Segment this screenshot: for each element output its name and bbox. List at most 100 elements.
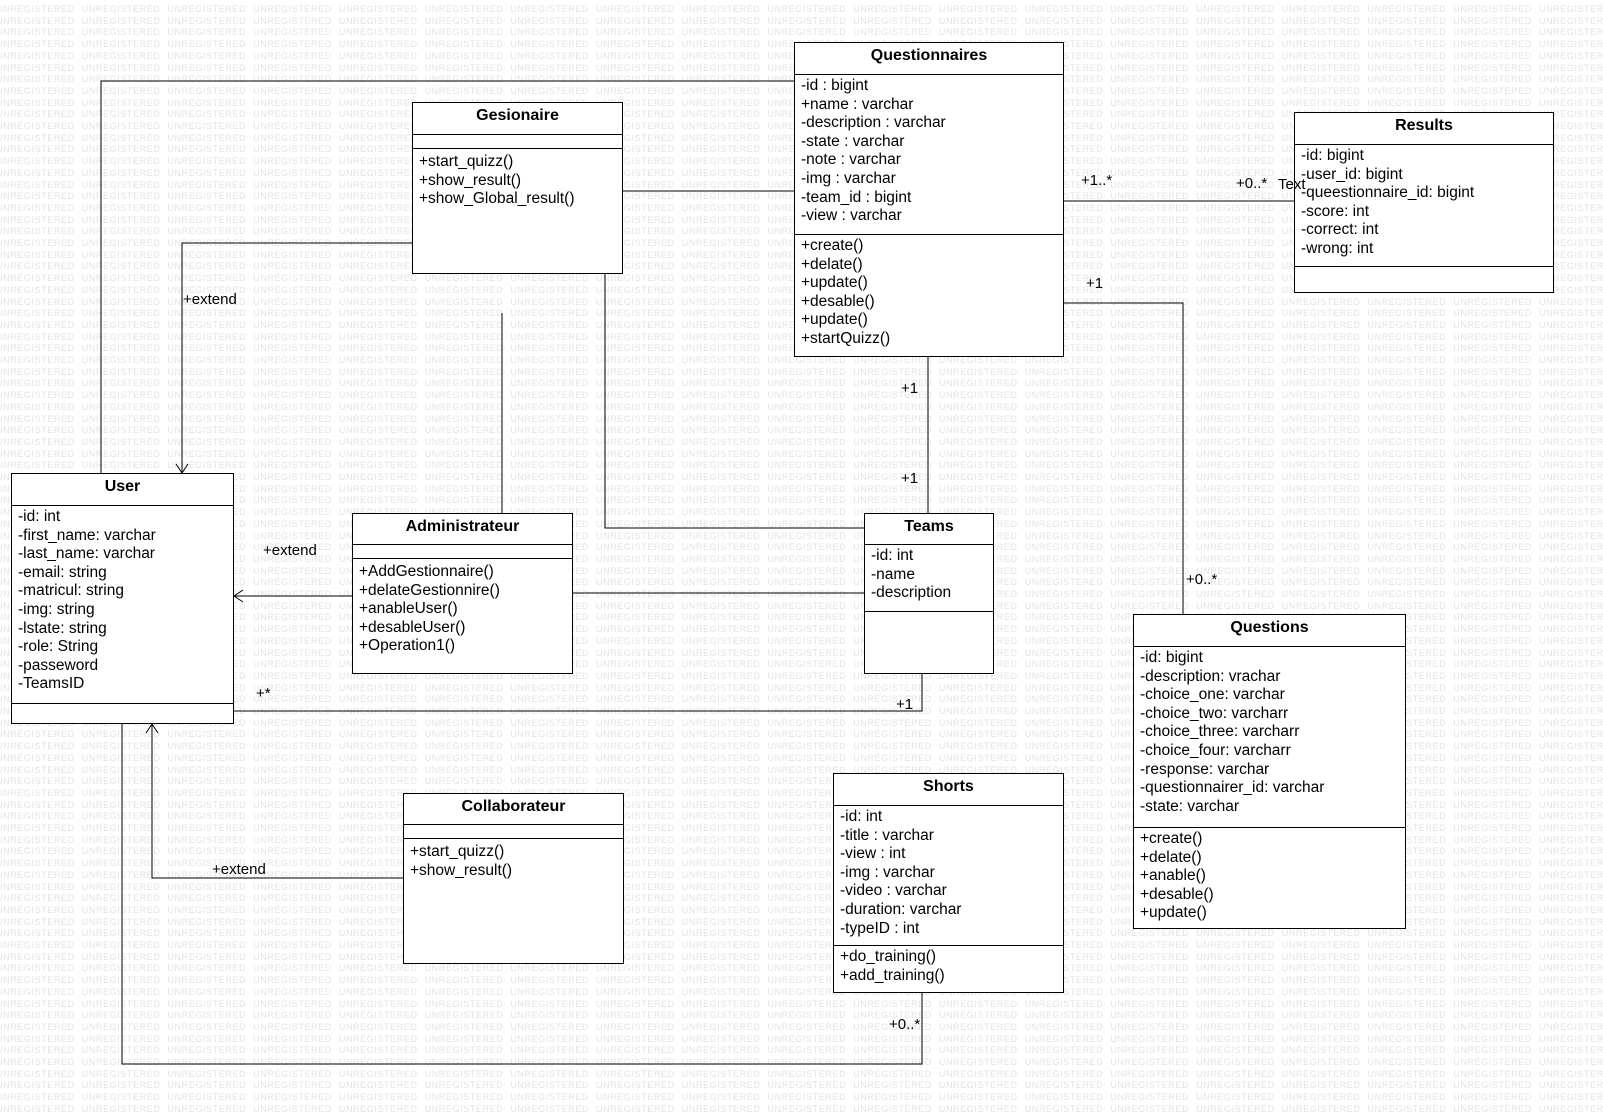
operations-section: +create() +delate() +update() +desable()…	[795, 235, 1063, 349]
attribute: -img : varchar	[801, 169, 896, 187]
attribute: -video : varchar	[840, 882, 947, 900]
attribute: -wrong: int	[1301, 239, 1374, 257]
attribute: -name	[871, 565, 915, 583]
attribute: -duration: varchar	[840, 900, 962, 918]
class-results[interactable]: Results -id: bigint -user_id: bigint -qu…	[1294, 112, 1554, 293]
attribute: -note : varchar	[801, 151, 901, 169]
operation: +desable()	[801, 292, 875, 310]
attribute: +name : varchar	[801, 95, 914, 113]
class-administrateur[interactable]: Administrateur +AddGestionnaire() +delat…	[352, 513, 573, 674]
attribute: -state: varchar	[1140, 797, 1240, 815]
line-collab-extend	[151, 724, 403, 879]
operation: +create()	[801, 237, 864, 254]
operation: +startQuizz()	[801, 329, 891, 347]
attributes-section: -id: int -name -description	[865, 545, 993, 612]
operation: +add_training()	[840, 966, 945, 984]
line-teams-user	[234, 674, 923, 712]
class-questions[interactable]: Questions -id: bigint -description: vrac…	[1133, 614, 1406, 929]
attribute: -queestionnaire_id: bigint	[1301, 184, 1475, 202]
class-title: User	[12, 474, 233, 506]
operation: +desable()	[1140, 885, 1214, 903]
multiplicity-label: +1	[901, 380, 919, 397]
attribute: -id: bigint	[1140, 649, 1203, 666]
attribute: -description: vrachar	[1140, 667, 1281, 685]
class-title: Teams	[865, 514, 993, 545]
class-questionnaires[interactable]: Questionnaires -id : bigint +name : varc…	[794, 42, 1064, 357]
operation: +do_training()	[840, 948, 937, 965]
extend-label: +extend	[212, 861, 266, 878]
operation: +delate()	[801, 255, 863, 273]
multiplicity-label: +1	[896, 696, 914, 713]
arrowhead-collab-user	[145, 723, 159, 734]
line-user-questionnaires	[100, 80, 794, 473]
operation: +update()	[801, 274, 868, 292]
class-title: Shorts	[834, 774, 1063, 806]
class-title: Collaborateur	[404, 794, 623, 825]
class-gesionaire[interactable]: Gesionaire +start_quizz() +show_result()…	[412, 102, 623, 274]
class-collaborateur[interactable]: Collaborateur +start_quizz() +show_resul…	[403, 793, 624, 964]
attributes-section: -id : bigint +name : varchar -descriptio…	[795, 75, 1063, 235]
attributes-section	[413, 135, 622, 149]
multiplicity-label: +0..*	[1236, 175, 1268, 192]
attribute: -email: string	[18, 563, 107, 581]
attribute: -score: int	[1301, 202, 1370, 220]
attribute: -img : varchar	[840, 863, 935, 881]
operation: +update()	[1140, 904, 1207, 922]
multiplicity-label: +1..*	[1081, 172, 1113, 189]
attributes-section: -id: bigint -description: vrachar -choic…	[1134, 647, 1405, 828]
operation: +show_result()	[410, 861, 513, 879]
attribute: -lstate: string	[18, 619, 107, 637]
attributes-section	[353, 545, 572, 559]
operation: +desableUser()	[359, 618, 466, 636]
attribute: -last_name: varchar	[18, 545, 155, 563]
attribute: -choice_four: varcharr	[1140, 741, 1291, 759]
attribute: -team_id : bigint	[801, 188, 912, 206]
class-title: Results	[1295, 113, 1553, 145]
attribute: -questionnairer_id: varchar	[1140, 779, 1325, 797]
attribute: -role: String	[18, 638, 99, 656]
attributes-section	[404, 825, 623, 839]
operation: +start_quizz()	[410, 843, 505, 860]
attribute: -TeamsID	[18, 675, 85, 693]
attribute: -view : int	[840, 845, 906, 863]
attributes-section: -id: int -title : varchar -view : int -i…	[834, 806, 1063, 946]
operation: +delate()	[1140, 848, 1202, 866]
operations-section: +do_training() +add_training()	[834, 946, 1063, 985]
operation: +show_result()	[419, 171, 522, 189]
attribute: -user_id: bigint	[1301, 165, 1403, 183]
operations-section	[1295, 267, 1553, 269]
class-shorts[interactable]: Shorts -id: int -title : varchar -view :…	[833, 773, 1064, 993]
multiplicity-label: +1	[901, 470, 919, 487]
arrowhead-admin-user	[233, 589, 244, 603]
class-teams[interactable]: Teams -id: int -name -description	[864, 513, 994, 674]
line-user-shorts	[121, 724, 923, 1065]
attribute: -correct: int	[1301, 221, 1379, 239]
attribute: -id: bigint	[1301, 147, 1364, 164]
operations-section	[865, 612, 993, 614]
attributes-section: -id: bigint -user_id: bigint -queestionn…	[1295, 145, 1553, 267]
attribute: -matricul: string	[18, 582, 124, 600]
class-user[interactable]: User -id: int -first_name: varchar -last…	[11, 473, 234, 724]
attribute: -choice_two: varcharr	[1140, 704, 1289, 722]
attribute: -typeID : int	[840, 919, 920, 937]
attribute: -state : varchar	[801, 132, 905, 150]
class-title: Questionnaires	[795, 43, 1063, 75]
operation: +anableUser()	[359, 600, 458, 618]
operations-section: +start_quizz() +show_result()	[404, 839, 623, 880]
class-title: Gesionaire	[413, 103, 622, 135]
attribute: -id: int	[871, 547, 914, 564]
text-label: Text	[1278, 176, 1306, 193]
multiplicity-label: +0..*	[1186, 571, 1218, 588]
attribute: -description : varchar	[801, 114, 946, 132]
attribute: -id: int	[840, 808, 883, 825]
multiplicity-label: +0..*	[889, 1016, 921, 1033]
multiplicity-label: +*	[256, 685, 271, 702]
attribute: -id : bigint	[801, 77, 869, 94]
operation: +AddGestionnaire()	[359, 563, 494, 580]
operation: +update()	[801, 311, 868, 329]
attributes-section: -id: int -first_name: varchar -last_name…	[12, 506, 233, 704]
operation: +Operation1()	[359, 637, 456, 655]
operation: +show_Global_result()	[419, 190, 575, 208]
